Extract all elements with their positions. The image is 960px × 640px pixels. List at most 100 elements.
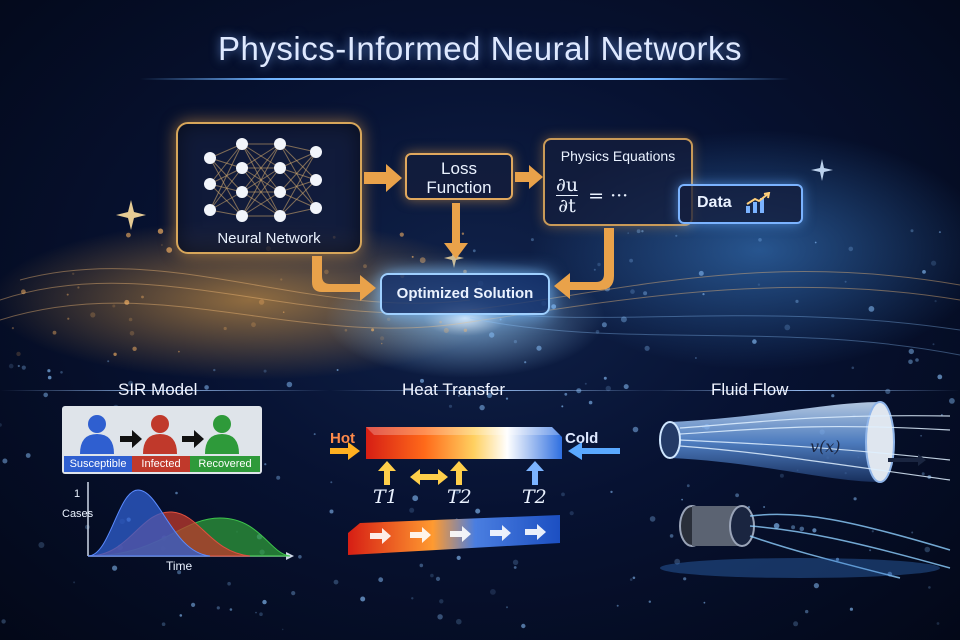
particle <box>67 317 70 320</box>
particle <box>107 360 110 363</box>
particle <box>378 577 384 583</box>
particle <box>161 622 166 626</box>
particle <box>695 357 697 359</box>
nn-node <box>236 210 248 222</box>
particle <box>90 312 96 318</box>
particle <box>513 566 517 569</box>
particle <box>683 577 687 581</box>
particle <box>799 526 805 532</box>
particle <box>177 570 182 575</box>
particle <box>938 231 941 234</box>
particle <box>448 404 453 408</box>
particle <box>551 304 557 309</box>
arrow-physics-to-solution <box>554 228 614 299</box>
susceptible-curve <box>87 489 211 557</box>
velocity-label: v(x) <box>810 437 841 456</box>
optimized-solution-label: Optimized Solution <box>396 285 534 302</box>
particle <box>21 365 26 370</box>
t1-label: T1 <box>373 486 398 508</box>
particle <box>871 530 874 533</box>
particle <box>43 392 48 398</box>
particle <box>282 311 285 314</box>
arrow-nn-to-solution <box>312 256 376 301</box>
pipe <box>670 402 880 482</box>
particle <box>629 258 633 263</box>
particle <box>216 606 220 610</box>
particle <box>632 576 636 580</box>
particle <box>561 405 564 408</box>
particle <box>458 395 460 397</box>
particle <box>286 381 293 388</box>
nn-node <box>310 202 322 214</box>
particle <box>380 342 383 345</box>
arrow-loss-to-solution <box>444 203 468 259</box>
particle <box>25 453 31 458</box>
particle <box>456 555 461 561</box>
particle <box>456 618 462 625</box>
particle <box>175 491 178 495</box>
particle <box>869 549 872 552</box>
particle <box>505 397 509 400</box>
particle <box>669 534 674 538</box>
sir-x-axis-label: Time <box>166 559 193 573</box>
cold-arrow-icon <box>568 442 620 460</box>
particle <box>132 346 137 351</box>
particle <box>922 270 926 274</box>
particle <box>648 600 651 603</box>
particle <box>932 343 935 346</box>
particle <box>399 232 404 237</box>
particle <box>124 299 130 305</box>
nn-node <box>204 178 216 190</box>
particle <box>851 366 855 370</box>
particle <box>915 358 919 362</box>
particle <box>191 602 196 608</box>
particle <box>463 269 467 274</box>
particle <box>812 528 817 533</box>
fluid-flow-illustration <box>659 401 951 579</box>
loss-function-box: Loss Function <box>405 153 513 200</box>
particle <box>66 293 69 296</box>
particle <box>524 361 527 364</box>
particle <box>60 371 63 374</box>
particle <box>160 244 163 246</box>
loss-function-label-line2: Function <box>426 178 492 197</box>
particle <box>784 324 791 331</box>
particle <box>324 269 329 275</box>
equation-rest: = ··· <box>588 184 629 207</box>
hot-label: Hot <box>330 430 355 447</box>
particle <box>757 283 761 286</box>
particle <box>157 228 164 234</box>
particle <box>11 327 14 330</box>
heat-divider <box>330 390 660 391</box>
t2-label: T2 <box>447 486 472 508</box>
particle <box>229 608 233 611</box>
particle <box>561 492 565 497</box>
pde-equation: ∂u ∂t = ··· <box>556 175 628 216</box>
arrow-s-to-i-icon <box>120 430 142 448</box>
particle <box>435 576 441 582</box>
particle <box>291 591 296 596</box>
particle <box>868 306 875 312</box>
particle <box>569 511 574 516</box>
particle <box>77 286 80 289</box>
nn-node <box>236 138 248 150</box>
neural-network-label: Neural Network <box>217 230 321 247</box>
particle <box>419 257 426 264</box>
particle <box>512 559 519 565</box>
particle <box>795 299 799 303</box>
particle <box>597 262 601 267</box>
particle <box>227 581 231 586</box>
particle <box>603 376 607 380</box>
particle <box>280 278 283 281</box>
particle <box>928 586 931 589</box>
t2-second-label: T2 <box>522 486 547 508</box>
particle <box>125 232 131 238</box>
particle <box>223 326 227 331</box>
particle <box>779 473 784 478</box>
particle <box>16 351 21 357</box>
arrow-loss-to-physics <box>515 165 543 189</box>
data-box <box>678 184 803 224</box>
t2b-up-arrow-icon <box>526 461 544 485</box>
particle <box>513 340 518 344</box>
